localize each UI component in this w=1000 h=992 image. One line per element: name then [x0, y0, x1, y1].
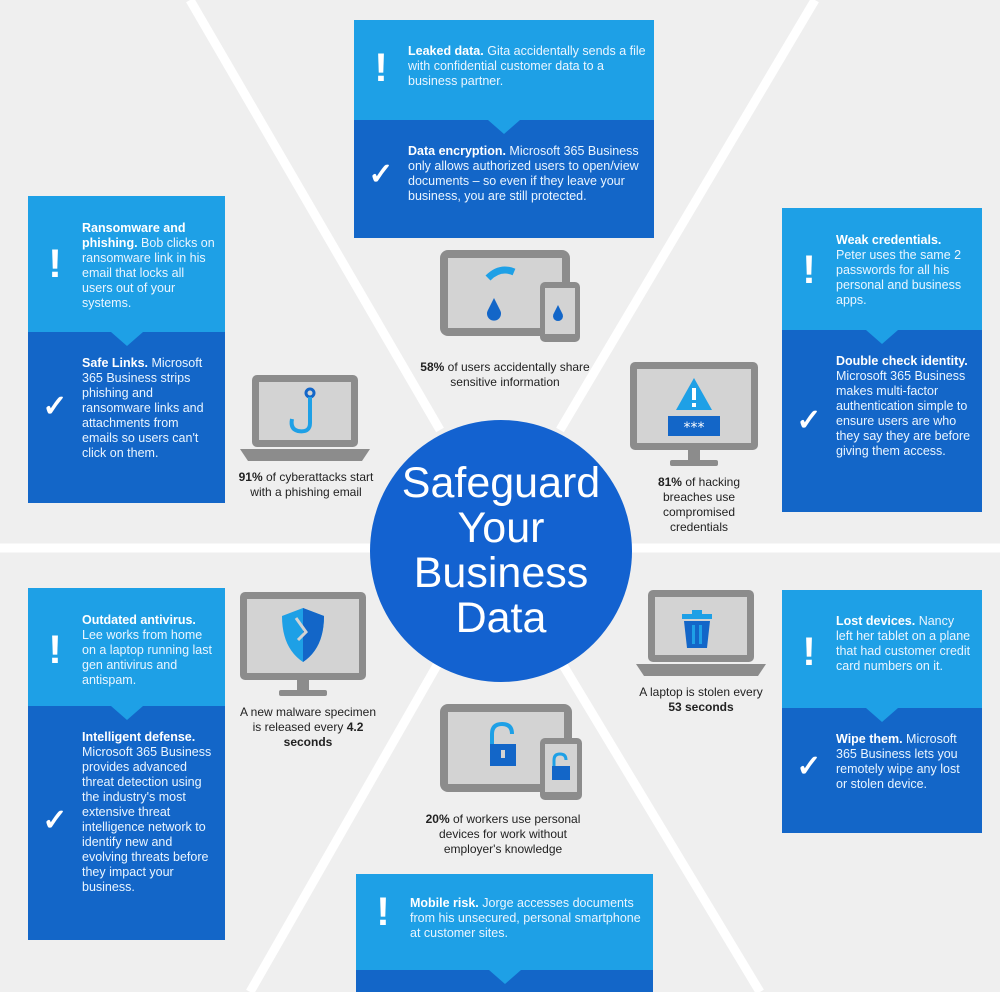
alert-icon: ! — [48, 628, 62, 672]
password-icon: *** — [668, 416, 720, 436]
stat-stolen: A laptop is stolen every 53 seconds — [639, 685, 763, 714]
risk-panel: ! Weak credentials. Peter uses the same … — [782, 208, 982, 330]
fix-panel — [356, 970, 653, 992]
risk-panel: ! Leaked data. Gita accidentally sends a… — [354, 20, 654, 120]
fix-text: Data encryption. Microsoft 365 Business … — [408, 144, 639, 203]
monitor-credentials-device: *** — [630, 362, 758, 466]
risk-panel: ! Lost devices. Nancy left her tablet on… — [782, 590, 982, 708]
notch — [488, 970, 521, 984]
risk-panel: ! Mobile risk. Jorge accesses documents … — [356, 874, 653, 970]
alert-icon: ! — [802, 248, 816, 292]
check-icon: ✓ — [42, 804, 68, 837]
svg-text:***: *** — [684, 420, 705, 436]
fix-panel: ✓ Double check identity. Microsoft 365 B… — [782, 330, 982, 512]
risk-text: Outdated antivirus. Lee works from home … — [82, 613, 212, 687]
shield-icon — [282, 608, 324, 662]
title-line: Your — [457, 504, 545, 552]
card-outdated-antivirus: ! Outdated antivirus. Lee works from hom… — [28, 588, 225, 940]
card-mobile-risk: ! Mobile risk. Jorge accesses documents … — [356, 874, 653, 992]
alert-icon: ! — [376, 890, 390, 934]
stat-personal: 20% of workers use personal devices for … — [425, 812, 581, 856]
fix-panel: ✓ Intelligent defense. Microsoft 365 Bus… — [28, 706, 225, 940]
fix-text: Safe Links. Microsoft 365 Business strip… — [82, 356, 204, 460]
risk-text: Weak credentials. Peter uses the same 2 … — [836, 233, 962, 307]
card-weak-credentials: ! Weak credentials. Peter uses the same … — [782, 208, 982, 512]
card-ransomware: ! Ransomware and phishing. Bob clicks on… — [28, 196, 225, 503]
notch — [866, 330, 898, 344]
center-title-circle: Safeguard Your Business Data — [370, 420, 632, 682]
water-drop-icon — [485, 266, 563, 321]
fix-panel: ✓ Safe Links. Microsoft 365 Business str… — [28, 332, 225, 503]
risk-panel: ! Ransomware and phishing. Bob clicks on… — [28, 196, 225, 332]
check-icon: ✓ — [796, 750, 822, 783]
fix-text: Intelligent defense. Microsoft 365 Busin… — [82, 730, 212, 894]
alert-icon: ! — [374, 46, 388, 90]
fishhook-icon — [289, 387, 316, 434]
risk-text: Lost devices. Nancy left her tablet on a… — [836, 614, 971, 673]
notch — [488, 120, 520, 134]
laptop-fishhook-device — [240, 375, 370, 461]
risk-text: Ransomware and phishing. Bob clicks on r… — [82, 221, 215, 310]
notch — [110, 706, 143, 720]
alert-icon: ! — [48, 242, 62, 286]
tablet-phone-device — [440, 250, 580, 342]
title-line: Business — [413, 549, 589, 597]
tablet-phone-lock-device — [440, 704, 582, 800]
title-line: Safeguard — [401, 459, 601, 507]
monitor-shield-device — [240, 592, 366, 696]
stat-malware: A new malware specimen is released every… — [239, 705, 377, 749]
check-icon: ✓ — [796, 404, 822, 437]
fix-panel: ✓ Wipe them. Microsoft 365 Business lets… — [782, 708, 982, 833]
stat-hack: 81% of hacking breaches use compromised … — [657, 475, 741, 534]
fix-text: Wipe them. Microsoft 365 Business lets y… — [836, 732, 960, 791]
padlock-icon — [490, 721, 570, 780]
warning-icon — [676, 378, 712, 410]
stat-share: 58% of users accidentally share sensitiv… — [420, 360, 590, 389]
fix-text: Double check identity. Microsoft 365 Bus… — [836, 354, 971, 458]
notch — [866, 708, 898, 722]
title-line: Data — [455, 594, 547, 642]
fix-panel: ✓ Data encryption. Microsoft 365 Busines… — [354, 120, 654, 238]
card-leaked-data: ! Leaked data. Gita accidentally sends a… — [354, 20, 654, 238]
risk-text: Leaked data. Gita accidentally sends a f… — [408, 44, 646, 88]
trash-icon — [682, 610, 712, 648]
check-icon: ✓ — [42, 390, 68, 423]
card-lost-devices: ! Lost devices. Nancy left her tablet on… — [782, 590, 982, 833]
notch — [110, 332, 143, 346]
alert-icon: ! — [802, 630, 816, 674]
check-icon: ✓ — [368, 158, 394, 191]
risk-panel: ! Outdated antivirus. Lee works from hom… — [28, 588, 225, 706]
risk-text: Mobile risk. Jorge accesses documents fr… — [410, 896, 641, 940]
laptop-trash-device — [636, 590, 766, 676]
stat-phish: 91% of cyberattacks start with a phishin… — [238, 470, 374, 499]
